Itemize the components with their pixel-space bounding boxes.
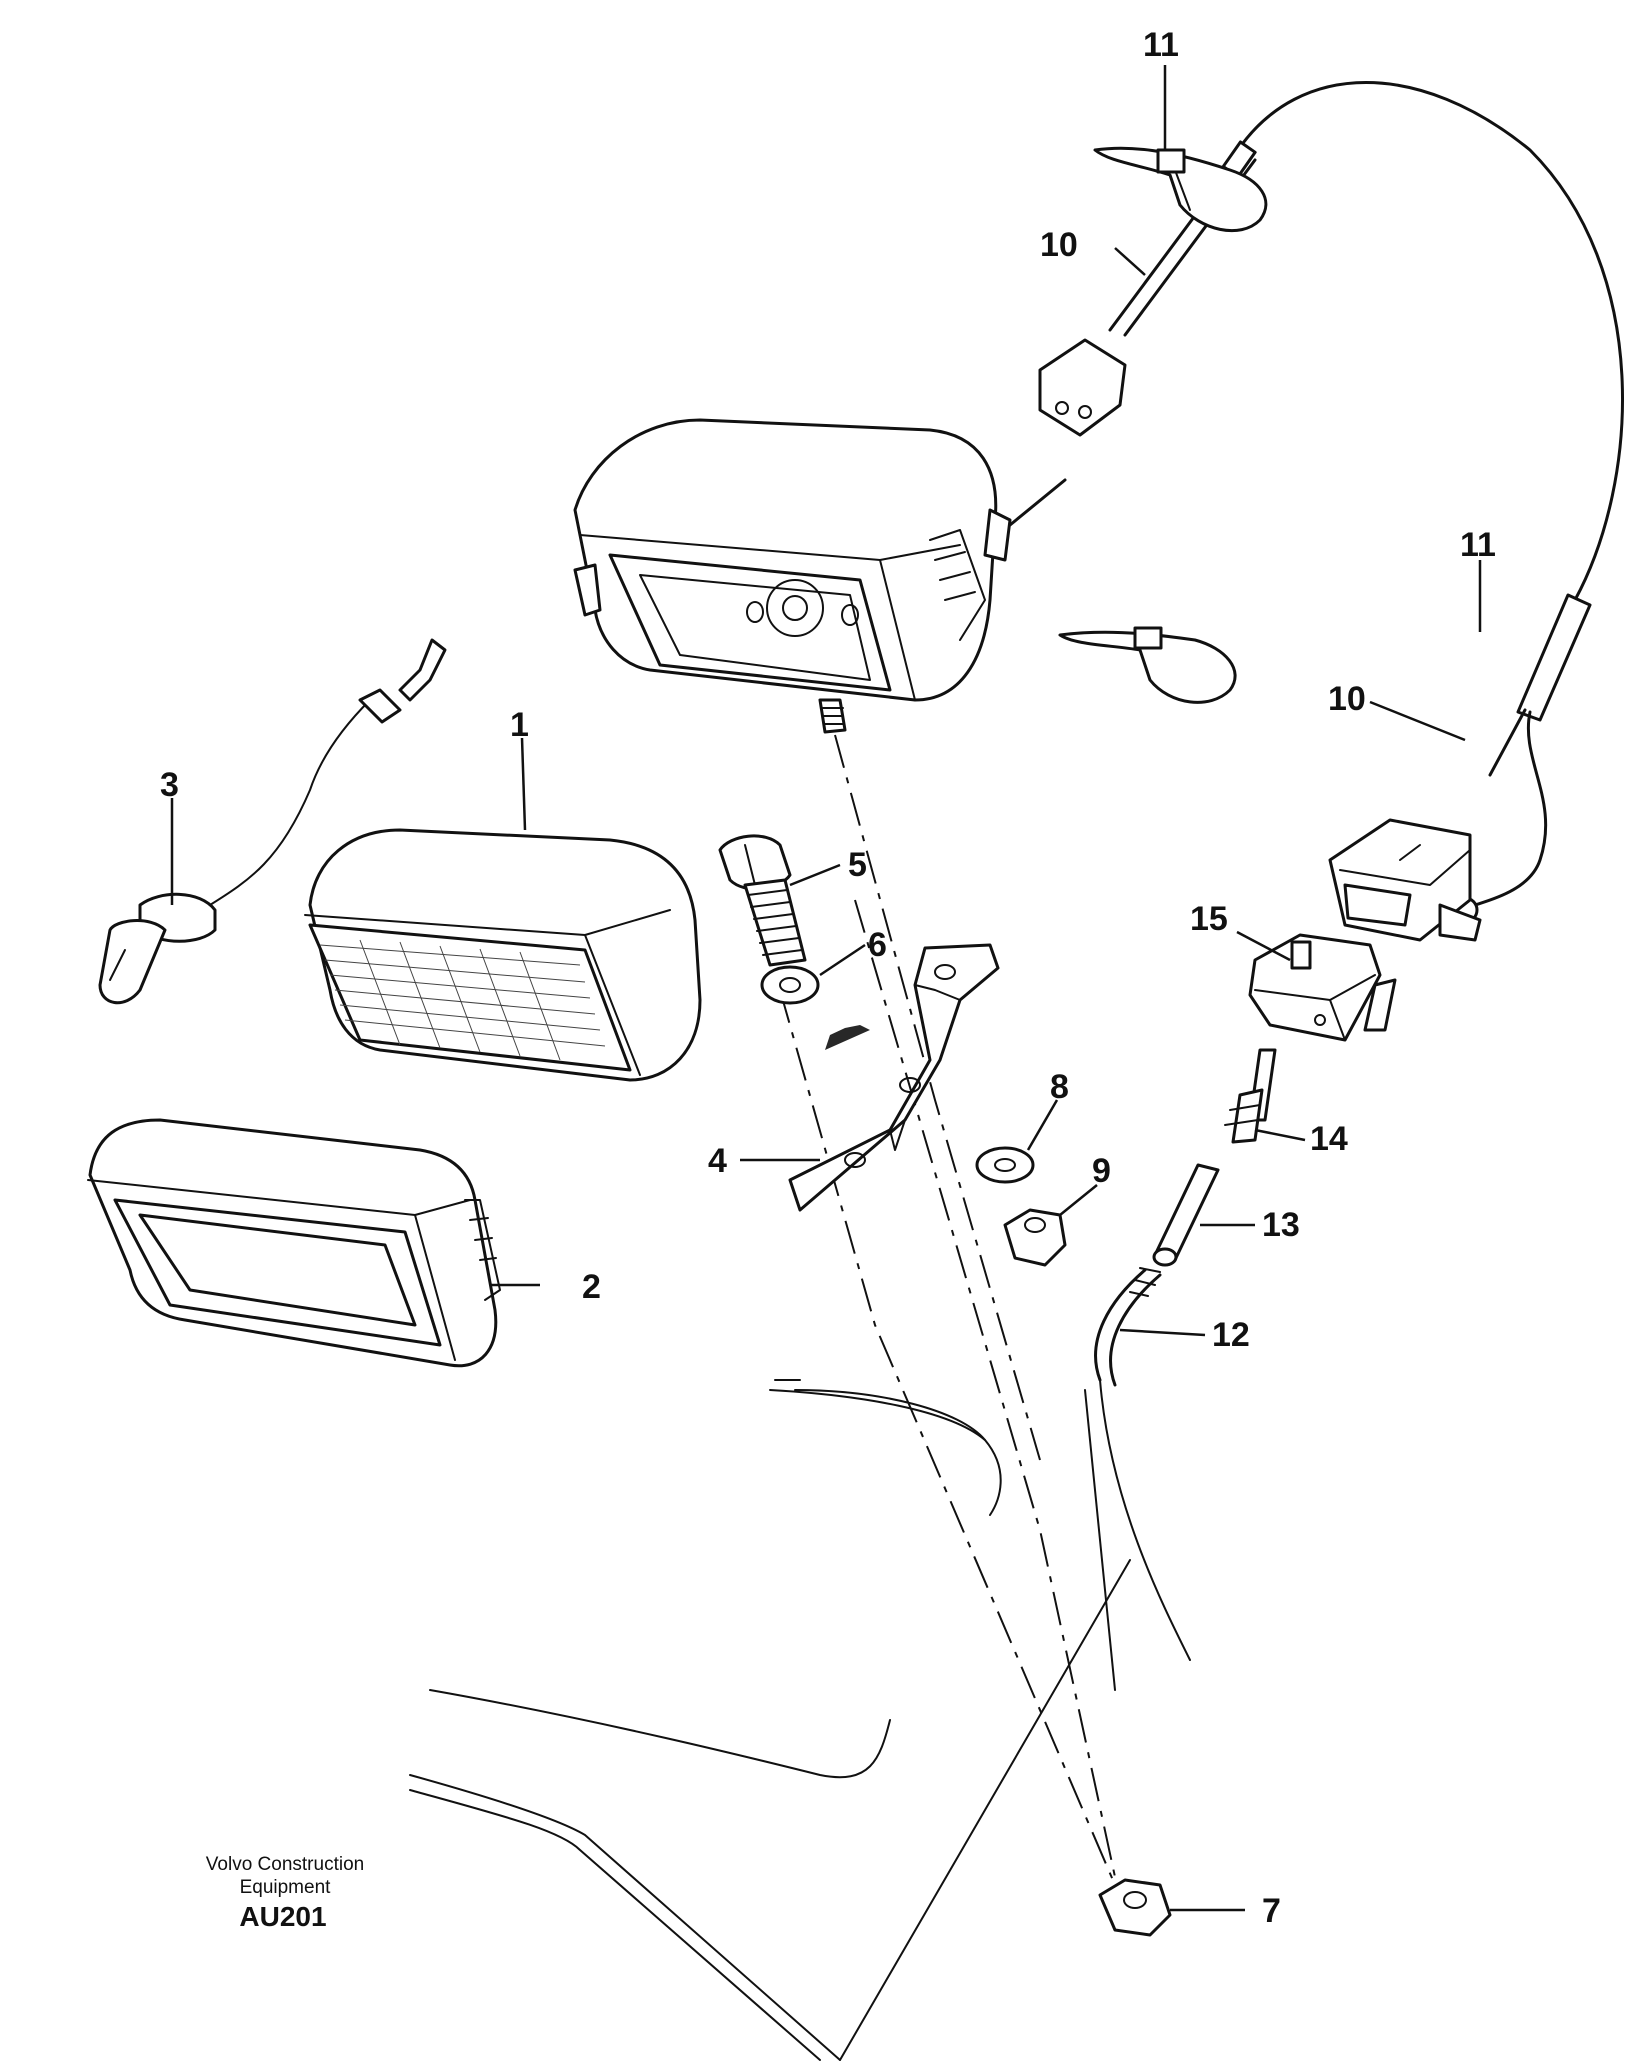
callout-8: 8 xyxy=(1050,1068,1069,1106)
washer-part-8 xyxy=(975,1146,1035,1184)
nut-part-7 xyxy=(1098,1878,1172,1937)
connector-part-15 xyxy=(1248,933,1397,1042)
callout-15: 15 xyxy=(1190,900,1228,938)
callout-numbers: 1 2 3 4 5 6 7 8 9 10 10 11 11 12 13 14 1… xyxy=(160,26,1496,1930)
callout-11-lower: 11 xyxy=(1460,526,1496,564)
callout-3: 3 xyxy=(160,766,179,804)
sleeve-part-13 xyxy=(1152,1163,1220,1267)
washer-part-6 xyxy=(760,965,820,1005)
cable-tie-upper-part-11 xyxy=(1093,146,1268,233)
assembly-center-lines xyxy=(779,734,1131,1921)
callout-4: 4 xyxy=(708,1142,727,1180)
publisher-caption: Volvo Construction Equipment AU201 xyxy=(206,1854,364,1932)
callout-2: 2 xyxy=(582,1268,601,1306)
callout-10-upper: 10 xyxy=(1040,226,1078,264)
callout-12: 12 xyxy=(1212,1316,1250,1354)
figure-code: AU201 xyxy=(239,1901,326,1932)
publisher-line-1: Volvo Construction xyxy=(206,1854,364,1875)
cable-arc xyxy=(1236,81,1624,602)
callout-13: 13 xyxy=(1262,1206,1300,1244)
callout-9: 9 xyxy=(1092,1152,1111,1190)
terminal-part-14 xyxy=(1224,1048,1277,1144)
nut-part-9 xyxy=(1003,1208,1067,1267)
bolt-part-5 xyxy=(718,834,807,967)
publisher-line-2: Equipment xyxy=(240,1877,332,1898)
lamp-frame-part-2 xyxy=(87,1118,501,1368)
callout-10-lower: 10 xyxy=(1328,680,1366,718)
bulb-part-3 xyxy=(98,638,447,1005)
work-lamp-part-1 xyxy=(304,828,702,1082)
machine-body-outline xyxy=(409,1379,1191,2061)
work-lamp-mounted xyxy=(573,418,1012,734)
callout-leader-lines xyxy=(170,65,1482,1912)
callout-14: 14 xyxy=(1310,1120,1348,1158)
cable-lower-part-10 xyxy=(1328,593,1592,942)
callout-11-upper: 11 xyxy=(1143,26,1179,64)
wire-part-12 xyxy=(1094,1267,1162,1387)
callout-6: 6 xyxy=(868,926,887,964)
callout-5: 5 xyxy=(848,846,867,884)
callout-1: 1 xyxy=(510,706,529,744)
cable-tie-lower-part-11 xyxy=(1058,626,1237,704)
callout-7: 7 xyxy=(1262,1892,1281,1930)
bracket-part-4 xyxy=(788,943,1000,1212)
